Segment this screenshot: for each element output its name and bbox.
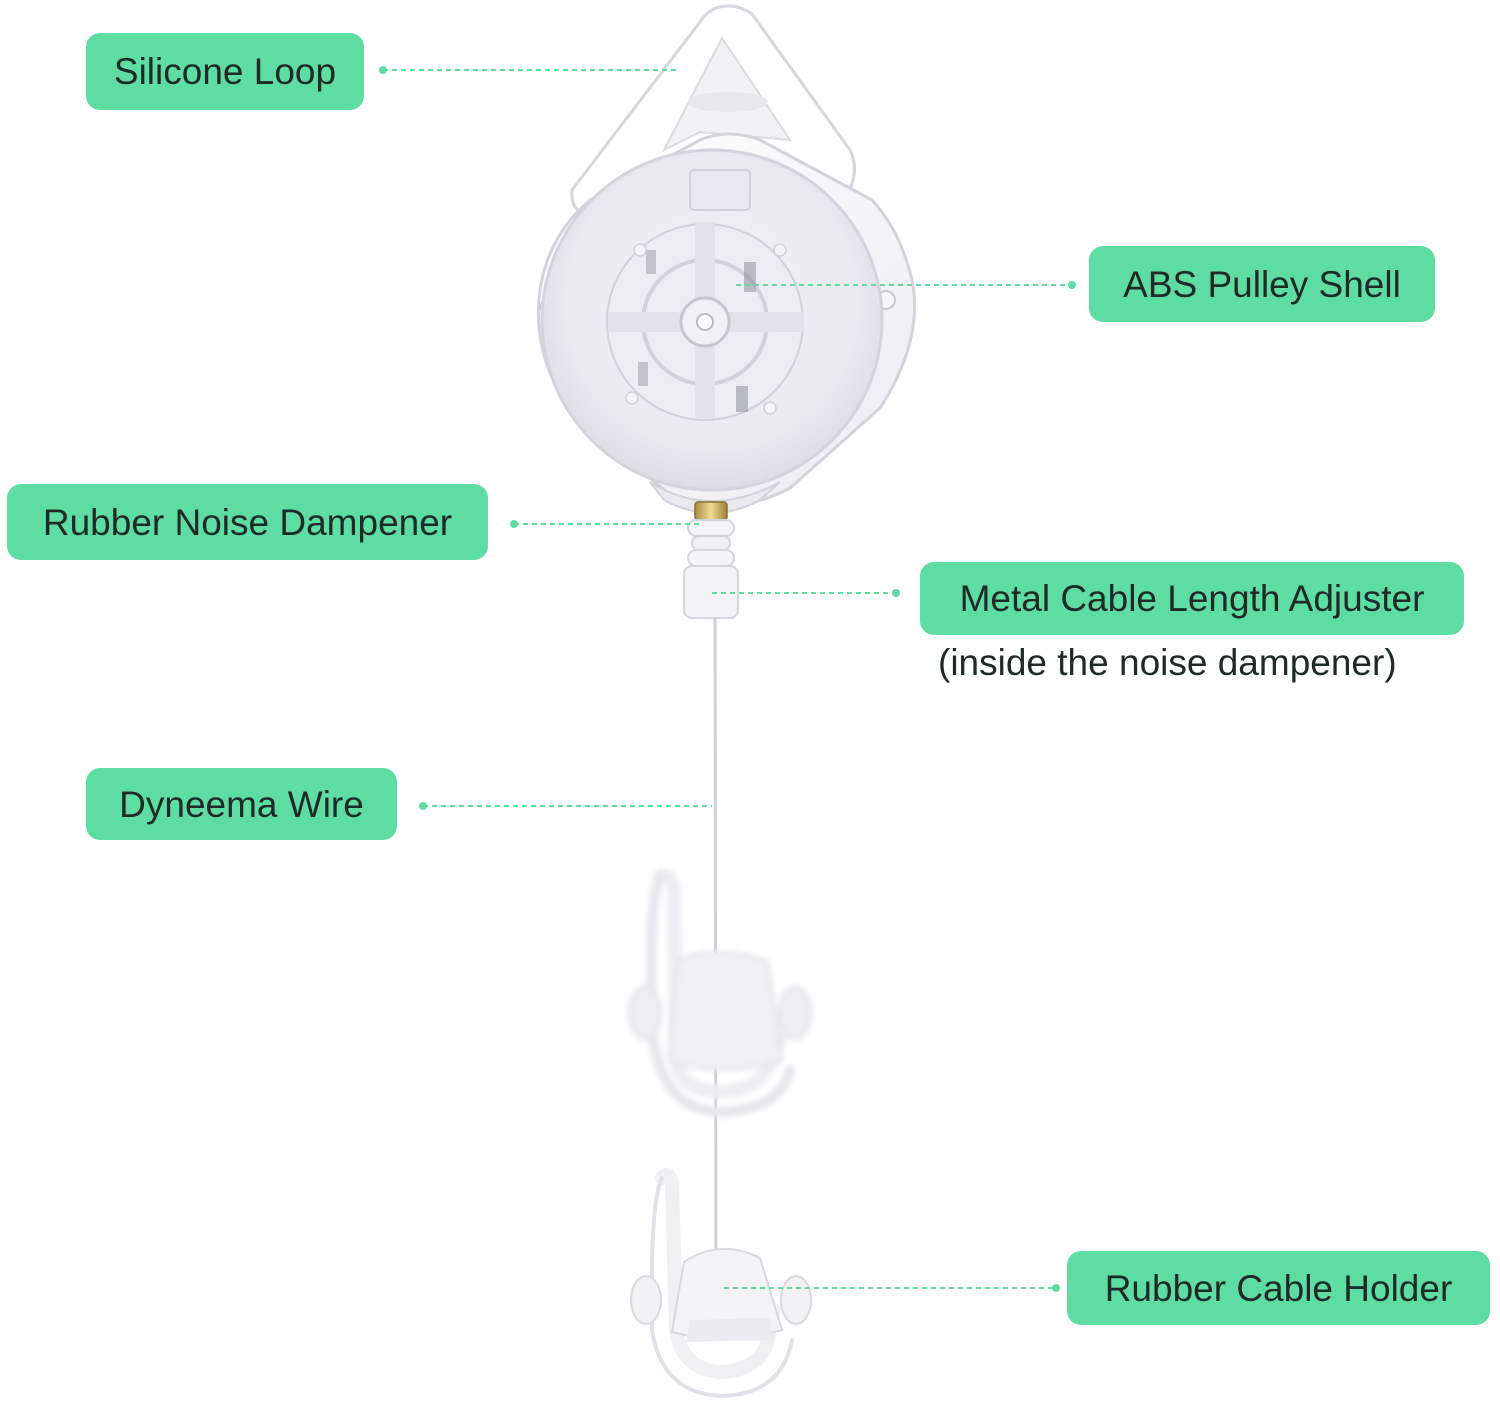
dyneema-wire-part <box>713 617 718 1276</box>
callout-silicone-loop: Silicone Loop <box>86 33 364 110</box>
rubber-cable-holder-lower-part <box>630 1167 812 1399</box>
leader-dot-rubber-noise-dampener <box>510 520 518 528</box>
rubber-cable-holder-upper-part <box>628 868 812 1118</box>
callout-metal-cable-length-adjuster: Metal Cable Length Adjuster <box>920 562 1464 635</box>
leader-dot-abs-pulley-shell <box>1068 281 1076 289</box>
leader-dot-rubber-cable-holder <box>1052 1284 1060 1292</box>
callout-rubber-cable-holder: Rubber Cable Holder <box>1067 1251 1490 1325</box>
leader-lines <box>379 66 1076 1292</box>
leader-dot-dyneema-wire <box>419 802 427 810</box>
rubber-noise-dampener-part <box>683 519 739 619</box>
leader-dot-metal-cable-length-adjuster <box>892 589 900 597</box>
callout-dyneema-wire: Dyneema Wire <box>86 768 397 840</box>
callout-rubber-noise-dampener: Rubber Noise Dampener <box>7 484 488 560</box>
leader-dot-silicone-loop <box>379 66 387 74</box>
callout-metal-cable-length-adjuster-note: (inside the noise dampener) <box>938 642 1397 683</box>
metal-cable-length-adjuster-part <box>694 501 728 521</box>
pulley-reel-part <box>540 148 884 492</box>
callout-abs-pulley-shell: ABS Pulley Shell <box>1089 246 1435 322</box>
